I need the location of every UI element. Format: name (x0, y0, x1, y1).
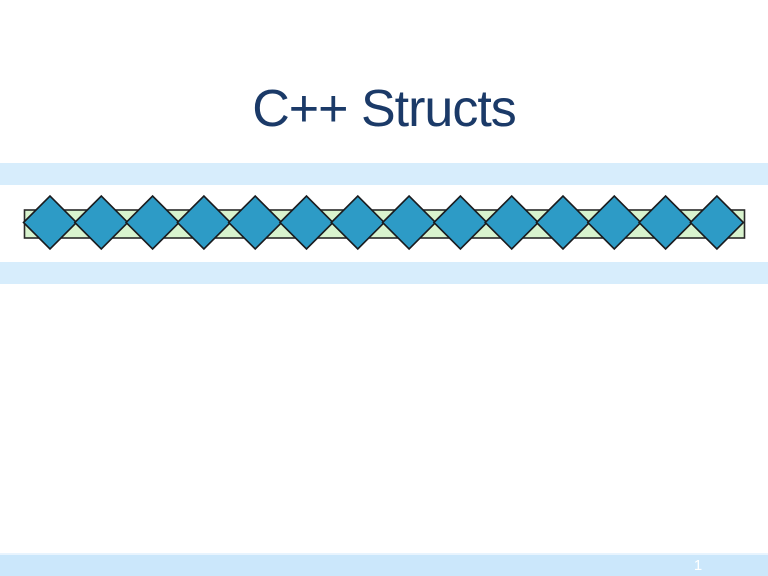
bottom-stripe (0, 262, 768, 284)
diamond-shape (74, 195, 129, 250)
diamond-shape (125, 195, 180, 250)
diamond-shape (484, 195, 540, 250)
diamond-shape (586, 195, 642, 250)
diamond-shape (279, 195, 334, 250)
diamond-row (22, 195, 745, 250)
diamond-shape (227, 195, 283, 250)
top-stripe (0, 163, 768, 185)
diamond-shape (689, 195, 745, 250)
diamond-shape (330, 195, 386, 250)
diamond-shape (535, 195, 591, 250)
diamond-shape (176, 195, 232, 250)
footer-bar: 1 (0, 553, 768, 576)
diamond-band (22, 195, 746, 250)
slide-number: 1 (693, 557, 703, 574)
diamond-shape (638, 195, 693, 250)
diamond-shape (22, 195, 78, 250)
diamond-shape (433, 195, 488, 250)
diamond-shape (381, 195, 437, 250)
slide-title: C++ Structs (252, 80, 517, 138)
